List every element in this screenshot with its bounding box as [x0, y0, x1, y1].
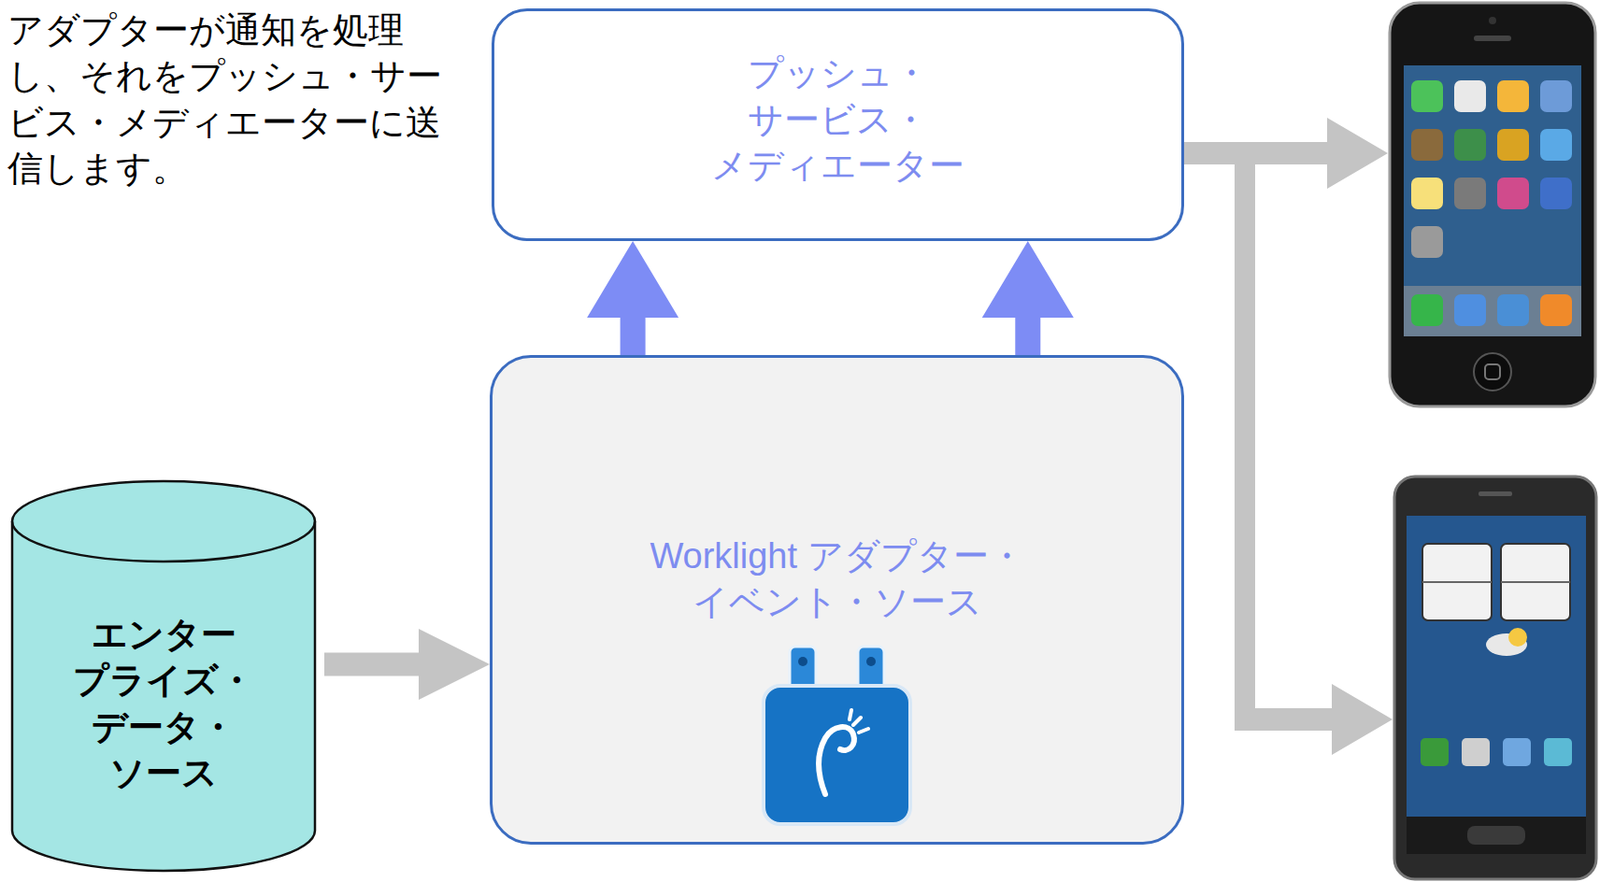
- weather-sun: [1508, 628, 1528, 647]
- phone-arrow: [1184, 117, 1393, 756]
- node-text: Worklight アダプター・ イベント・ソース: [617, 533, 1058, 627]
- phone-speaker: [1478, 491, 1513, 497]
- flow-arrow: [324, 628, 490, 700]
- cylinder-rim: [12, 521, 315, 562]
- app-icon: [1461, 738, 1490, 767]
- app-icon: [1497, 294, 1529, 327]
- home-button-mark: [1485, 364, 1500, 380]
- flow-arrow: [982, 241, 1074, 356]
- mediator-box: プッシュ・ サービス・ メディエーター: [491, 8, 1185, 242]
- app-icon: [1454, 128, 1486, 161]
- app-icon: [1502, 738, 1531, 767]
- phone-screen: [1406, 515, 1586, 817]
- app-icon: [1540, 80, 1572, 113]
- clock-panel: [1422, 543, 1492, 621]
- clock-split: [1422, 581, 1492, 584]
- cylinder-body: [12, 481, 315, 872]
- note-text: アダプターが通知を処理し、それをプッシュ・サービス・メディエーターに送信します。: [7, 7, 457, 193]
- android-phone-illustration: [1394, 476, 1597, 880]
- app-icon: [1454, 80, 1486, 113]
- app-icon: [1497, 128, 1529, 161]
- app-icons: [1403, 80, 1582, 767]
- app-icon: [1454, 294, 1486, 327]
- clock-split: [1500, 581, 1571, 584]
- app-icon: [1411, 177, 1443, 210]
- phone-button: [1467, 826, 1526, 845]
- app-icon: [1497, 177, 1529, 210]
- node-text: プッシュ・ サービス・ メディエーター: [679, 50, 998, 189]
- phone-body: [1389, 2, 1596, 407]
- phone-body: [1394, 476, 1597, 880]
- phone-screen: [1403, 65, 1582, 337]
- plug-spark: [849, 710, 869, 733]
- iphone-illustration: [1389, 2, 1596, 407]
- adapter-plug-icon: [759, 644, 915, 829]
- node-text: エンター プライズ・ データ・ ソース: [51, 612, 276, 798]
- app-icon: [1411, 226, 1443, 258]
- app-icon: [1540, 294, 1572, 327]
- plug-body: [763, 685, 911, 825]
- prong-hole: [866, 657, 876, 667]
- flow-arrow: [586, 241, 679, 356]
- app-icon: [1411, 128, 1443, 161]
- app-icon: [1420, 738, 1449, 767]
- app-icon: [1497, 80, 1529, 113]
- phone-speaker: [1473, 35, 1512, 42]
- bottom-bar: [1406, 816, 1586, 855]
- app-icon: [1540, 128, 1572, 161]
- app-icon: [1411, 80, 1443, 113]
- app-icon: [1543, 738, 1572, 767]
- app-icon: [1411, 294, 1443, 327]
- adapter-box: Worklight アダプター・ イベント・ソース: [489, 355, 1185, 845]
- prong-hole: [798, 657, 808, 667]
- app-icon: [1540, 177, 1572, 210]
- clock-panel: [1500, 543, 1571, 621]
- database-cylinder: エンター プライズ・ データ・ ソース: [10, 479, 317, 873]
- phone-camera: [1488, 16, 1497, 25]
- home-button: [1473, 353, 1512, 391]
- app-icon: [1454, 177, 1486, 210]
- dock: [1403, 285, 1582, 337]
- plug-swirl: [818, 727, 855, 795]
